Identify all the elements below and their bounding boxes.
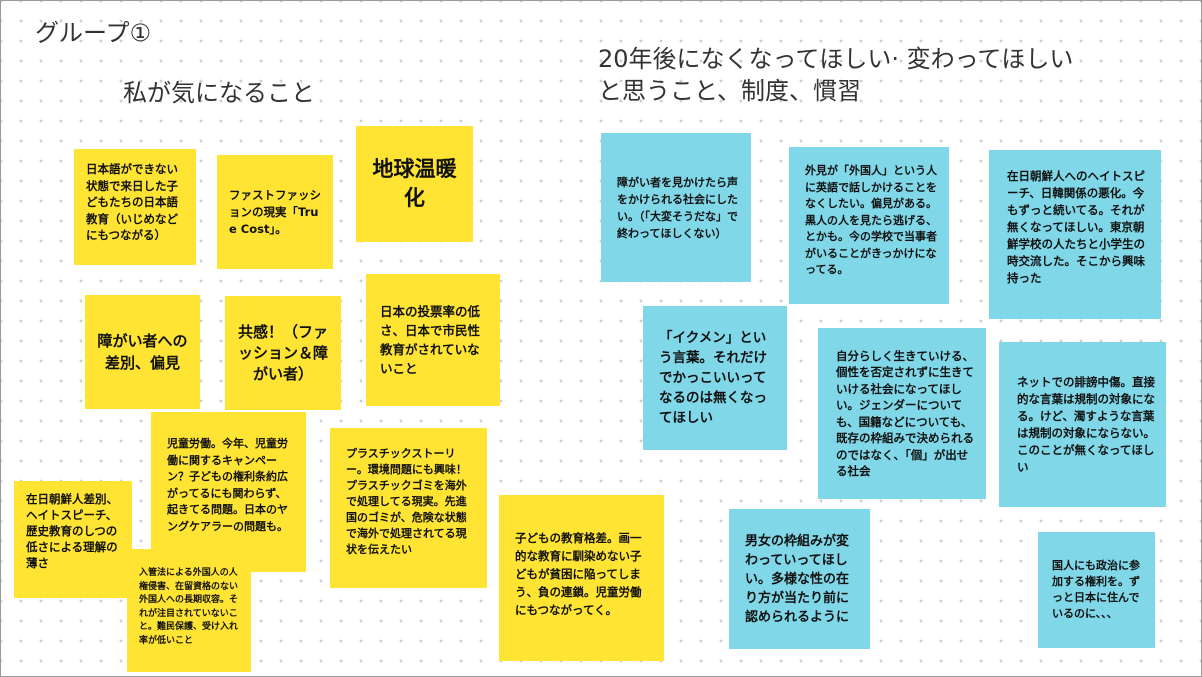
sticky-note-ikumen[interactable]: 「イクメン」という言葉。それだけでかっこいいってなるのは無くなってほしい (643, 306, 787, 450)
sticky-note-text: 外見が「外国人」という人に英語で話しかけることをなくしたい。偏見がある。黒人の人… (805, 164, 937, 276)
sticky-note-text: 自分らしく生きていける、個性を否定されずに生きていける社会になってほしい。ジェン… (836, 348, 974, 479)
sticky-note-help-disabled[interactable]: 障がい者を見かけたら声をかけられる社会にしたい。（「大変そうだな」で終わってほし… (601, 133, 751, 282)
sticky-note-text: 共感！（ファッション＆障がい者） (237, 322, 328, 383)
sticky-note-zainichi-discrimination[interactable]: 在日朝鮮人差別、ヘイトスピーチ、歴史教育のしつの低さによる理解の薄さ (14, 481, 132, 598)
group-title: グループ① (35, 19, 152, 47)
sticky-note-disability-discrimination[interactable]: 障がい者への差別、偏見 (85, 295, 200, 409)
sticky-note-japanese-education[interactable]: 日本語ができない状態で来日した子どもたちの日本語教育（いじめなどにもつながる） (74, 149, 196, 265)
right-heading-line-1: 20年後になくなってほしい· 変わってほしい (598, 45, 1074, 73)
sticky-note-voter-turnout[interactable]: 日本の投票率の低さ、日本で市民性教育がされていないこと (366, 274, 500, 406)
sticky-note-gender-framework[interactable]: 男女の枠組みが変わっていってほしい。多様な性の在り方が当たり前に認められるように (729, 509, 870, 649)
sticky-note-online-abuse[interactable]: ネットでの誹謗中傷。直接的な言葉は規制の対象になる。けど、濁すような言葉は規制の… (999, 342, 1166, 507)
sticky-note-text: 児童労働。今年、児童労働に関するキャンペーン？子どもの権利条約広がってるにも関わ… (167, 437, 288, 533)
sticky-note-foreigner-bias[interactable]: 外見が「外国人」という人に英語で話しかけることをなくしたい。偏見がある。黒人の人… (789, 147, 949, 304)
left-column-heading: 私が気になること (123, 79, 315, 107)
sticky-note-child-labor[interactable]: 児童労働。今年、児童労働に関するキャンペーン？子どもの権利条約広がってるにも関わ… (151, 412, 306, 572)
sticky-note-text: 在日朝鮮人差別、ヘイトスピーチ、歴史教育のしつの低さによる理解の薄さ (26, 492, 118, 570)
sticky-note-text: 「イクメン」という言葉。それだけでかっこいいってなるのは無くなってほしい (659, 330, 767, 426)
sticky-note-political-participation[interactable]: 国人にも政治に参加する権利を。ずっと日本に住んでいるのに、、、 (1038, 532, 1155, 648)
sticky-note-education-gap[interactable]: 子どもの教育格差。画一的な教育に馴染めない子どもが貧困に陥ってしまう、負の連鎖。… (499, 495, 664, 661)
sticky-note-text: 男女の枠組みが変わっていってほしい。多様な性の在り方が当たり前に認められるように (745, 533, 850, 625)
sticky-note-text: 日本の投票率の低さ、日本で市民性教育がされていないこと (380, 304, 481, 376)
sticky-note-text: 子どもの教育格差。画一的な教育に馴染めない子どもが貧困に陥ってしまう、負の連鎖。… (515, 531, 642, 617)
sticky-note-fast-fashion[interactable]: ファストファッションの現実「True Cost」。 (217, 155, 333, 269)
sticky-note-text: ネットでの誹謗中傷。直接的な言葉は規制の対象になる。けど、濁すような言葉は規制の… (1017, 374, 1155, 474)
sticky-note-text: 入管法による外国人の人権侵害、在留資格のない外国人への長期収容。それが注目されて… (139, 568, 239, 646)
right-heading-line-2: と思うこと、制度、慣習 (598, 77, 862, 105)
sticky-note-text: 地球温暖化 (372, 157, 457, 210)
sticky-note-be-yourself[interactable]: 自分らしく生きていける、個性を否定されずに生きていける社会になってほしい。ジェン… (818, 328, 986, 499)
sticky-note-text: 在日朝鮮人へのヘイトスピーチ、日韓関係の悪化。今もずっと続いてる。それが無くなっ… (1007, 169, 1145, 285)
sticky-note-empathy[interactable]: 共感！（ファッション＆障がい者） (225, 296, 341, 410)
right-column-heading: 20年後になくなってほしい· 変わってほしい と思うこと、制度、慣習 (598, 43, 1073, 107)
sticky-note-immigration-law[interactable]: 入管法による外国人の人権侵害、在留資格のない外国人への長期収容。それが注目されて… (127, 549, 251, 672)
sticky-note-plastic-story[interactable]: プラスチックストーリー。環境問題にも興味！プラスチックゴミを海外で処理してる現実… (330, 428, 487, 588)
sticky-note-global-warming[interactable]: 地球温暖化 (356, 126, 473, 242)
sticky-note-text: 日本語ができない状態で来日した子どもたちの日本語教育（いじめなどにもつながる） (86, 162, 178, 242)
sticky-note-text: プラスチックストーリー。環境問題にも興味！プラスチックゴミを海外で処理してる現実… (346, 447, 467, 556)
sticky-note-hate-speech[interactable]: 在日朝鮮人へのヘイトスピーチ、日韓関係の悪化。今もずっと続いてる。それが無くなっ… (989, 150, 1161, 319)
sticky-note-text: 障がい者を見かけたら声をかけられる社会にしたい。（「大変そうだな」で終わってほし… (617, 175, 738, 240)
sticky-note-text: 障がい者への差別、偏見 (97, 332, 188, 372)
sticky-note-text: 国人にも政治に参加する権利を。ずっと日本に住んでいるのに、、、 (1052, 559, 1140, 620)
sticky-note-text: ファストファッションの現実「True Cost」。 (229, 187, 321, 236)
